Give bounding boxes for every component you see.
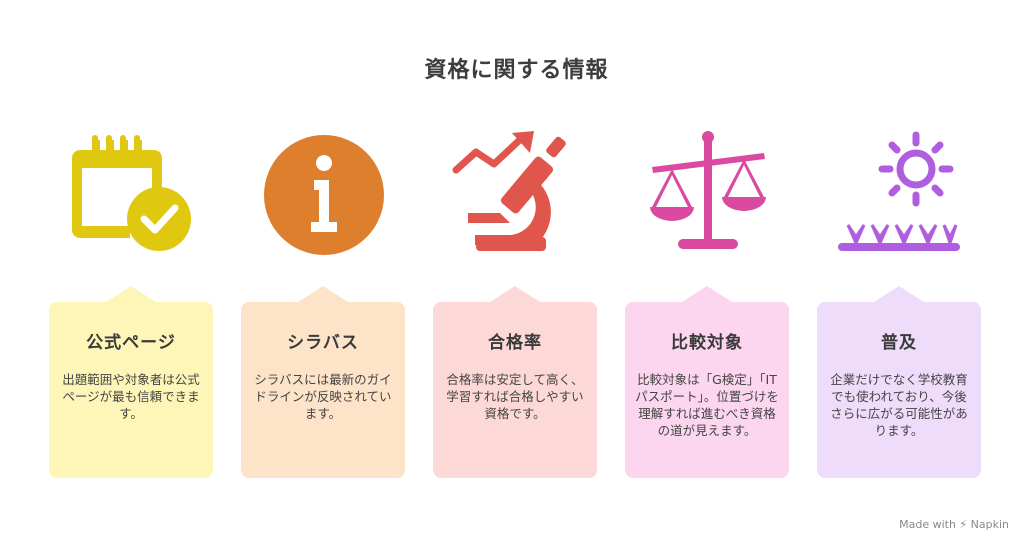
card-comparison: 比較対象 比較対象は「G検定」「ITパスポート」。位置づけを理解すれば進むべき資…	[625, 286, 789, 478]
calendar-check-icon	[62, 125, 202, 265]
microscope-trend-icon	[446, 125, 586, 265]
info-icon	[254, 125, 394, 265]
napkin-brand-label: Made with ⚡ Napkin	[899, 518, 1009, 531]
card-syllabus: シラバス シラバスには最新のガイドラインが反映されています。	[241, 286, 405, 478]
page-title: 資格に関する情報	[424, 58, 609, 83]
card-description: 合格率は安定して高く、学習すれば合格しやすい資格です。	[446, 372, 584, 421]
card-title: 公式ページ	[86, 333, 176, 353]
card-description: 出題範囲や対象者は公式ページが最も信頼できます。	[62, 372, 200, 421]
sun-sprout-icon	[830, 125, 970, 265]
card-official-page: 公式ページ 出題範囲や対象者は公式ページが最も信頼できます。	[49, 286, 213, 478]
card-adoption: 普及 企業だけでなく学校教育でも使われており、今後さらに広がる可能性があります。	[817, 286, 981, 478]
card-title: 合格率	[488, 333, 542, 353]
card-title: 比較対象	[671, 333, 743, 353]
scale-icon	[638, 125, 778, 265]
card-description: 比較対象は「G検定」「ITパスポート」。位置づけを理解すれば進むべき資格の道が見…	[635, 372, 779, 438]
card-description: シラバスには最新のガイドラインが反映されています。	[254, 372, 392, 421]
card-pass-rate: 合格率 合格率は安定して高く、学習すれば合格しやすい資格です。	[433, 286, 597, 478]
card-title: シラバス	[287, 333, 359, 353]
card-title: 普及	[881, 333, 917, 353]
card-description: 企業だけでなく学校教育でも使われており、今後さらに広がる可能性があります。	[830, 372, 968, 438]
